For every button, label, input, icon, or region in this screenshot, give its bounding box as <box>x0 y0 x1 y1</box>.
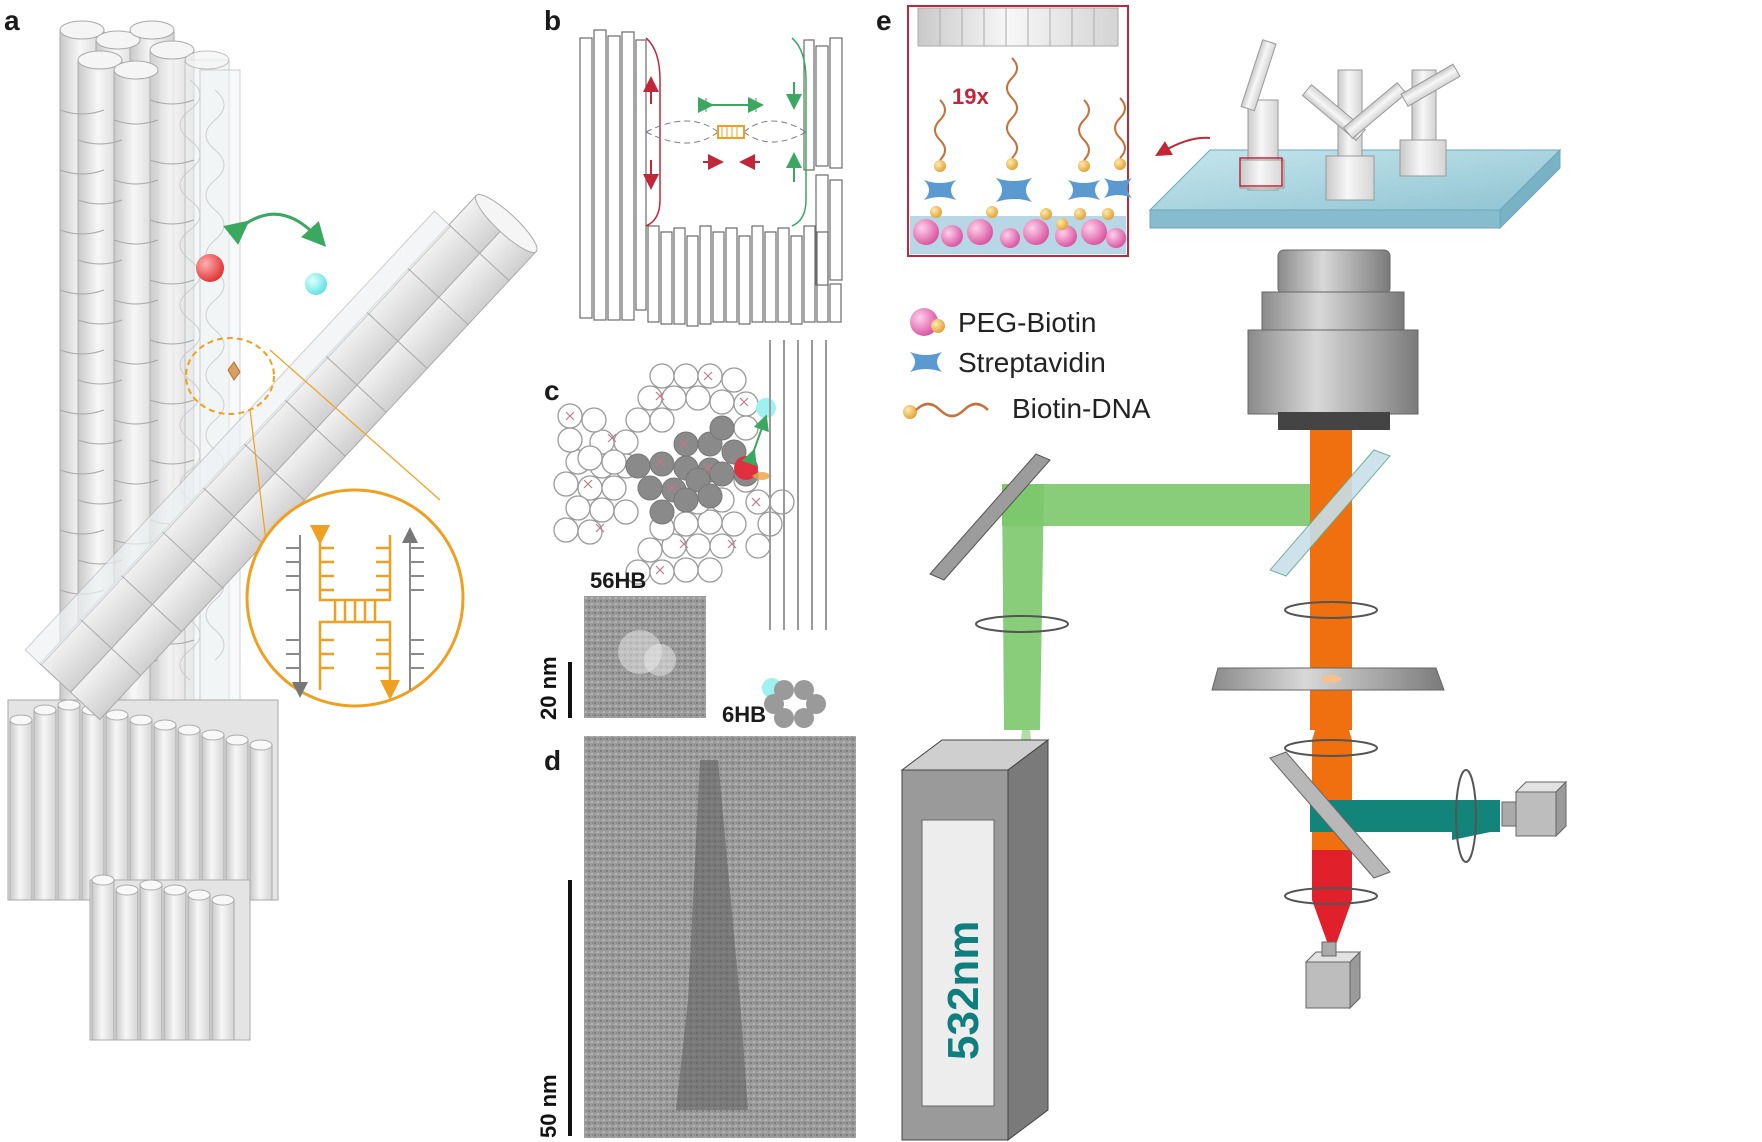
mirror-left <box>929 453 1051 581</box>
lens-middle <box>1284 739 1378 757</box>
objective-lens <box>1247 249 1419 430</box>
panel-c-label: c <box>544 375 560 406</box>
biotin-dna-icon <box>915 402 989 418</box>
6hb-label: 6HB <box>722 702 766 727</box>
lens-upper <box>1284 601 1378 619</box>
inset-count: 19x <box>952 84 989 109</box>
zoom-region <box>185 337 275 415</box>
red-beam <box>1312 850 1352 900</box>
diagonal-arm <box>24 194 538 721</box>
detector-right <box>1501 780 1568 838</box>
6hb-cross-section <box>762 678 826 728</box>
green-beam-vertical <box>1002 484 1044 730</box>
legend-biotin-dna: Biotin-DNA <box>1012 393 1151 424</box>
green-beam-horizontal <box>1002 484 1312 526</box>
surface-inset: 19x <box>907 5 1132 257</box>
cross-marks <box>565 371 761 575</box>
base-bundle <box>7 699 279 1041</box>
linker-icon <box>227 361 241 381</box>
red-fluorophore <box>196 254 224 282</box>
cyan-fluorophore <box>305 273 327 295</box>
dichroic-upper <box>1269 449 1391 577</box>
panel-a-label: a <box>4 5 20 36</box>
linker-zoom <box>245 488 465 708</box>
panel-e: e 19x <box>876 5 1568 1141</box>
legend-streptavidin: Streptavidin <box>958 347 1106 378</box>
peg-biotin-icon <box>910 308 938 336</box>
lens-lower <box>1284 887 1378 905</box>
laser-532nm: 532nm <box>900 739 1050 1141</box>
56hb-label: 56HB <box>590 568 646 593</box>
panel-b: b <box>544 5 843 327</box>
legend: PEG-Biotin Streptavidin Biotin-DNA <box>903 307 1151 424</box>
rotation-arrow <box>223 212 327 247</box>
panel-c: c <box>536 340 827 728</box>
scale-label-20nm: 20 nm <box>536 656 561 720</box>
detector-bottom <box>1304 941 1362 1010</box>
panel-e-label: e <box>876 5 892 36</box>
dichroic-lower <box>1269 751 1391 879</box>
panel-b-label: b <box>544 5 561 36</box>
streptavidin-icon <box>910 352 942 372</box>
panel-d: d 50 nm <box>536 736 856 1138</box>
scale-label-50nm: 50 nm <box>536 1074 561 1138</box>
inset-marker <box>1239 157 1283 187</box>
lens-green <box>975 615 1069 633</box>
panel-a: a <box>4 5 538 1041</box>
legend-peg-biotin: PEG-Biotin <box>958 307 1097 338</box>
lens-teal <box>1455 769 1477 863</box>
glass-slide <box>1148 39 1562 230</box>
panel-d-label: d <box>544 745 561 776</box>
laser-label: 532nm <box>939 921 988 1060</box>
